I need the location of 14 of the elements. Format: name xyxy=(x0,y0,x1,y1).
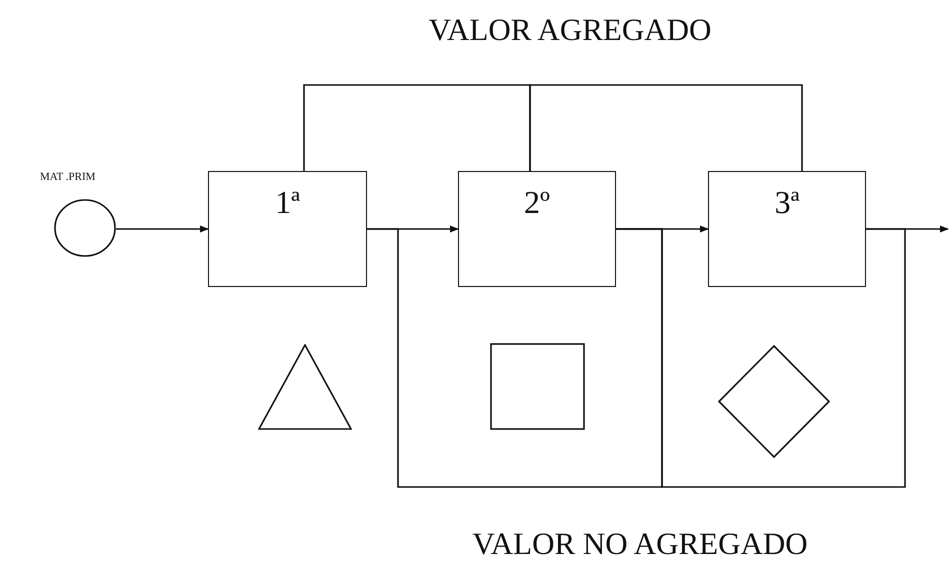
step-number: 1ª xyxy=(275,186,300,218)
node-caption: MAT .PRIM xyxy=(40,171,96,183)
connector-line xyxy=(616,228,906,488)
connector-line xyxy=(367,228,663,488)
arrow xyxy=(116,225,209,233)
step-number: 3ª xyxy=(774,186,800,218)
section-title: VALOR AGREGADO xyxy=(428,12,712,48)
process-box xyxy=(208,171,367,287)
step-number: 2º xyxy=(524,186,550,218)
process-box xyxy=(708,171,866,287)
section-title: VALOR NO AGREGADO xyxy=(472,526,808,562)
connector-line xyxy=(303,84,531,171)
connector-line xyxy=(529,84,803,171)
process-box xyxy=(458,171,616,287)
